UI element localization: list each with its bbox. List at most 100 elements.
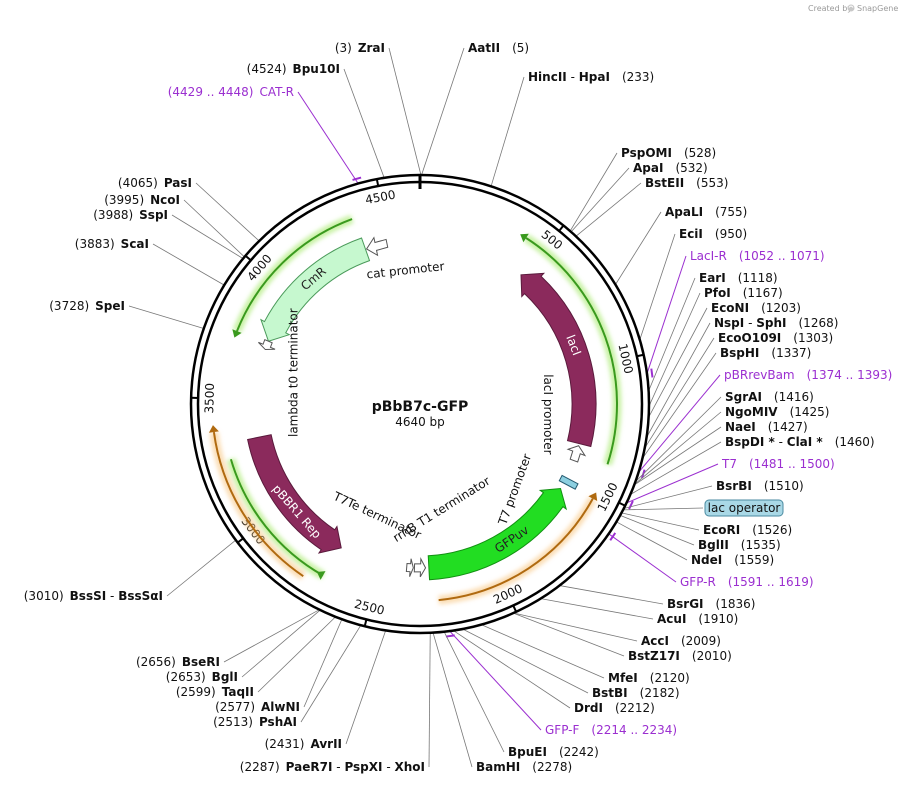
enzyme-label-mfei: MfeI (2120)	[608, 671, 690, 685]
lac-operator-label: lac operator	[708, 501, 781, 515]
snapgene-logo-icon	[847, 4, 855, 12]
leader-line	[345, 630, 387, 745]
leader-line	[297, 91, 359, 184]
T7Te-terminator-arrow	[405, 558, 414, 577]
primer-mark	[628, 500, 634, 510]
cmr-region-band	[236, 218, 353, 332]
lacI-region-band	[525, 237, 618, 465]
feature-laci-arrow	[520, 272, 597, 448]
tick-mark	[237, 537, 244, 544]
snapgene-brand: SnapGene	[857, 4, 898, 13]
rep-outer-band	[212, 431, 304, 577]
plasmid-backbone	[189, 173, 651, 635]
leader-line	[638, 374, 721, 473]
rep-region-band-head	[316, 571, 326, 580]
leader-line	[646, 322, 711, 438]
lacI-promoter-arrow	[566, 445, 587, 463]
tick-label: 4500	[364, 188, 397, 208]
enzyme-label-bpuei: BpuEI (2242)	[508, 745, 599, 759]
enzyme-label-bamhi: BamHI (2278)	[476, 760, 572, 774]
leader-line	[648, 307, 708, 418]
enzyme-label-ncoi: (3995) NcoI	[104, 193, 180, 207]
tick-mark	[244, 254, 252, 262]
enzyme-label-acci: AccI (2009)	[641, 634, 721, 648]
cmr-region-band-head	[232, 329, 242, 338]
leader-line	[241, 609, 321, 678]
leader-line	[646, 255, 687, 374]
lacI-region-band-head	[520, 233, 529, 243]
leader-line	[619, 514, 695, 546]
enzyme-label-acui: AcuI (1910)	[657, 612, 738, 626]
gfp-region-band	[438, 498, 594, 602]
tick-label: 1000	[615, 342, 635, 375]
feature-cmr-arrow	[260, 237, 371, 342]
leader-line	[490, 76, 525, 187]
leader-line	[626, 463, 719, 504]
enzyme-label-alwni: (2577) AlwNI	[215, 700, 300, 714]
leader-line	[540, 598, 654, 620]
leader-line	[166, 539, 237, 597]
enzyme-label-bsrgi: BsrGI (1836)	[667, 597, 755, 611]
enzyme-label-bstz17i: BstZ17I (2010)	[628, 649, 732, 663]
lambda-t0-terminator-arrow	[258, 339, 276, 351]
leader-line	[449, 630, 542, 731]
leader-line	[152, 243, 225, 286]
leader-line	[223, 609, 320, 663]
created-by-text: Created by	[808, 4, 852, 13]
tick-mark	[512, 605, 518, 613]
enzyme-label-apai: ApaI (532)	[633, 161, 708, 175]
primer-mark	[650, 368, 654, 378]
primer-label-gfp-r: GFP-R (1591 .. 1619)	[680, 575, 814, 589]
leader-line	[621, 512, 700, 531]
leader-line	[615, 211, 662, 285]
enzyme-label-pasi: (4065) PasI	[118, 176, 192, 190]
enzyme-label-bpu10i: (4524) Bpu10I	[247, 62, 340, 76]
leader-line	[642, 352, 717, 459]
primer-label-laci-r: LacI-R (1052 .. 1071)	[690, 249, 825, 263]
enzyme-label-zrai: (3) ZraI	[335, 41, 385, 55]
primer-mark	[352, 176, 362, 181]
enzyme-label-sgrai: SgrAI (1416)	[725, 390, 814, 404]
enzyme-label-drdi: DrdI (2212)	[574, 701, 655, 715]
leader-line	[421, 47, 465, 176]
tick-mark	[363, 619, 368, 627]
leader-line	[183, 199, 245, 258]
leader-line	[481, 624, 605, 679]
tick-mark	[636, 353, 644, 358]
tick-mark	[375, 178, 380, 187]
tick-mark	[558, 224, 565, 232]
leader-line	[443, 631, 505, 753]
leader-line	[630, 441, 722, 495]
enzyme-label-bsteii: BstEII (553)	[645, 176, 728, 190]
feature-label-lambda-t0-terminator: lambda t0 terminator	[286, 308, 300, 437]
enzyme-label-scai: (3883) ScaI	[75, 237, 149, 251]
lac-operator-badge	[704, 499, 784, 517]
enzyme-label-econi: EcoNI (1203)	[711, 301, 801, 315]
primer-label-t7: T7 (1481 .. 1500)	[721, 457, 835, 471]
gfp-region-band-head	[588, 492, 598, 502]
leader-line	[171, 214, 244, 259]
cat-promoter-arrow	[365, 236, 389, 257]
feature-label-t7te-terminator: T7Te terminator	[330, 489, 423, 542]
leader-line	[616, 521, 688, 561]
enzyme-label-hincii: HincII - HpaI (233)	[528, 70, 654, 84]
enzyme-label-paer7i: (2287) PaeR7I - PspXI - XhoI	[240, 760, 425, 774]
primer-mark	[609, 532, 617, 541]
feature-label-cat-promoter: cat promoter	[366, 259, 445, 281]
rrnB-terminator-arrow	[413, 556, 427, 578]
primer-label-pbrrevbam: pBRrevBam (1374 .. 1393)	[724, 368, 892, 382]
leader-line	[648, 292, 701, 407]
enzyme-label-bseri: (2656) BseRI	[136, 655, 220, 669]
feature-label-laci-promoter: lacI promoter	[541, 374, 555, 454]
enzyme-label-bspdi: BspDI * - ClaI * (1460)	[725, 435, 875, 449]
leader-line	[623, 485, 713, 509]
leader-line	[303, 619, 343, 708]
rep-outer-band-head	[208, 425, 219, 433]
leader-line	[639, 233, 676, 340]
enzyme-label-taqii: (2599) TaqII	[176, 685, 254, 699]
enzyme-label-ngomiv: NgoMIV (1425)	[725, 405, 829, 419]
tick-label: 3500	[202, 383, 217, 414]
leader-line	[388, 47, 422, 176]
